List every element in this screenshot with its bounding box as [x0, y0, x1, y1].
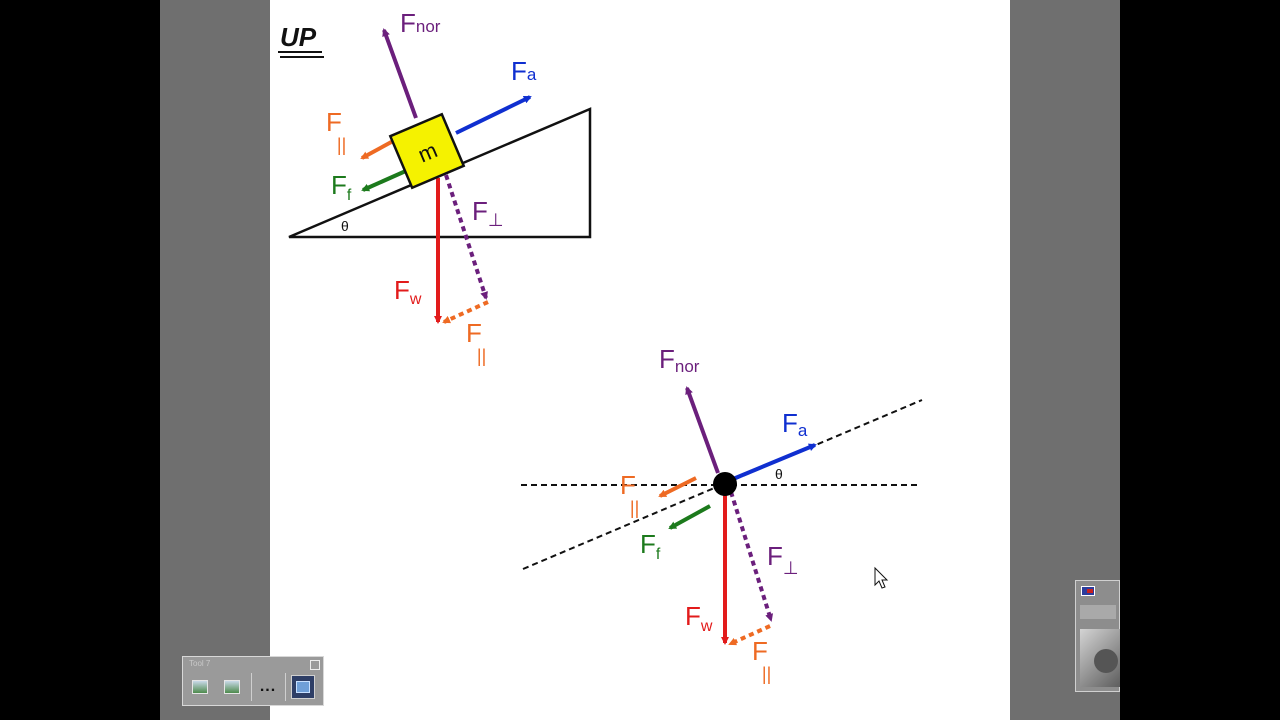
toolbar-divider [251, 673, 252, 701]
point-parallel-label: F|| [620, 470, 639, 518]
handwritten-up-mark: UP [278, 22, 324, 58]
whiteboard-page [270, 0, 1010, 720]
point-perpendicular-label: F⊥ [767, 541, 799, 578]
more-label: ... [259, 678, 277, 695]
incline-normal-arrow [382, 28, 418, 119]
previous-page-button[interactable] [188, 675, 212, 699]
point-normal-label: Fnor [659, 344, 700, 376]
side-widget-bar [1080, 605, 1116, 619]
point-applied-label: Fa [782, 408, 808, 440]
point-perpendicular-arrow [729, 491, 774, 622]
mass-block: m [388, 112, 466, 190]
flag-icon[interactable] [1081, 586, 1095, 596]
incline-weight-label: Fw [394, 275, 422, 308]
incline-friction-label: Ff [331, 170, 352, 204]
point-parallel-lower-label: F|| [752, 636, 771, 684]
incline-perpendicular-label: F⊥ [472, 196, 504, 230]
more-button[interactable]: ... [256, 675, 280, 699]
point-mass-dot [713, 472, 737, 496]
floating-toolbar[interactable]: Tool 7 ... [182, 656, 324, 706]
incline-parallel-component-arrow [442, 300, 489, 324]
point-weight-label: Fw [685, 601, 713, 635]
incline-friction-arrow [361, 168, 409, 192]
point-diagram: θ Fnor Fa F|| Ff Fw F⊥ F|| [521, 344, 923, 684]
incline-applied-arrow [455, 95, 532, 135]
handwritten-mark-text: UP [280, 22, 317, 52]
side-widget-knob[interactable] [1094, 649, 1118, 673]
point-normal-arrow [685, 386, 720, 474]
toolbar-title: Tool 7 [189, 659, 211, 668]
toolbar-divider [285, 673, 286, 701]
point-friction-label: Ff [640, 529, 661, 563]
incline-diagram: θ Fnor Fa F|| Ff Fw F⊥ F|| m [288, 8, 592, 366]
mouse-cursor-icon [874, 566, 889, 589]
incline-angle-label: θ [341, 218, 349, 234]
incline-applied-label: Fa [511, 56, 537, 86]
side-widget-panel[interactable] [1075, 580, 1120, 692]
fit-screen-button[interactable] [291, 675, 315, 699]
point-friction-arrow [668, 504, 711, 530]
incline-reference-line [522, 399, 923, 570]
previous-page-icon [192, 680, 208, 694]
point-applied-arrow [732, 443, 817, 481]
incline-parallel-lower-label: F|| [466, 318, 486, 366]
point-parallel-arrow [658, 476, 697, 498]
point-parallel-component-arrow [728, 624, 771, 646]
close-icon[interactable] [310, 660, 320, 670]
incline-normal-label: Fnor [400, 8, 441, 38]
next-page-icon [224, 680, 240, 694]
incline-parallel-label: F|| [326, 107, 346, 155]
incline-parallel-arrow [360, 138, 396, 160]
next-page-button[interactable] [220, 675, 244, 699]
left-margin [160, 0, 270, 720]
point-angle-label: θ [775, 466, 783, 482]
fit-screen-icon [296, 681, 310, 693]
incline-perpendicular-arrow [444, 174, 488, 300]
